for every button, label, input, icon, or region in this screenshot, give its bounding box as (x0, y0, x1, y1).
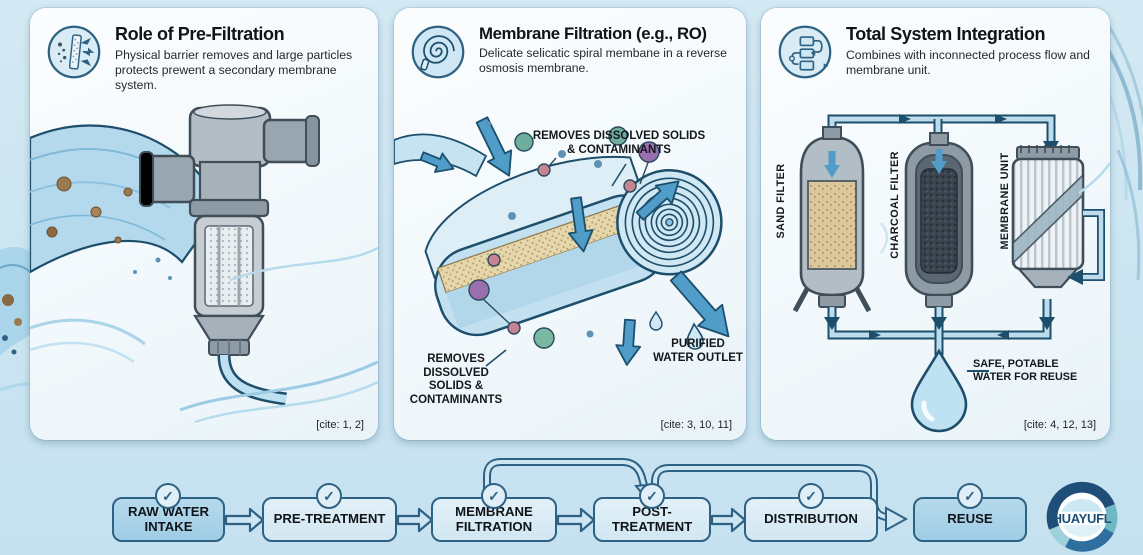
panel-title: Total System Integration (846, 24, 1046, 44)
process-flow-icon (778, 25, 832, 79)
check-icon: ✓ (155, 483, 181, 509)
ro-membrane-illustration (394, 116, 730, 367)
pre-filter-mesh-icon (47, 25, 101, 79)
check-icon: ✓ (316, 483, 342, 509)
integration-illustration (792, 114, 1110, 433)
company-logo: HUAYUFL (1043, 481, 1121, 553)
cite-label: [cite: 4, 12, 13] (1023, 419, 1096, 431)
pre-filtration-illustration (30, 104, 378, 424)
panel-pre-filtration: Role of Pre-Filtration Physical barrier … (30, 8, 378, 440)
spiral-membrane-icon (411, 25, 465, 79)
panel-header: Role of Pre-Filtration Physical barrier … (30, 8, 378, 93)
cite-label: [cite: 1, 2] (316, 419, 364, 431)
panel-subtitle: Combines with inconnected process flow a… (846, 47, 1090, 77)
check-icon: ✓ (639, 483, 665, 509)
label-membrane-unit: MEMBRANE UNIT (999, 152, 1011, 250)
panel-title: Membrane Filtration (e.g., RO) (479, 24, 707, 43)
logo-swirl-icon (1046, 481, 1118, 552)
flow-step-label: RAW WATER INTAKE (127, 504, 210, 534)
label-purified-water-outlet: PURIFIED WATER OUTLET (653, 338, 743, 364)
label-removes-dissolved-left: REMOVES DISSOLVED SOLIDS & CONTAMINANTS (409, 353, 503, 406)
panel-membrane-filtration: Membrane Filtration (e.g., RO) Delicate … (394, 8, 746, 440)
flow-step-label: POST-TREATMENT (611, 504, 693, 534)
logo-text: HUAYUFL (1052, 511, 1112, 526)
panel-system-integration: Total System Integration Combines with i… (761, 8, 1110, 440)
check-icon: ✓ (957, 483, 983, 509)
panel-subtitle: Delicate selicatic spiral membane in a r… (479, 46, 727, 76)
check-icon: ✓ (481, 483, 507, 509)
panel-header: Membrane Filtration (e.g., RO) Delicate … (394, 8, 746, 80)
flow-step-label: DISTRIBUTION (764, 511, 858, 527)
cite-label: [cite: 3, 10, 11] (660, 419, 732, 431)
flow-step-raw-water-intake: RAW WATER INTAKE (112, 497, 225, 542)
label-removes-dissolved-top: REMOVES DISSOLVED SOLIDS & CONTAMINANTS (532, 130, 706, 156)
panel-header: Total System Integration Combines with i… (761, 8, 1110, 80)
panel-subtitle: Physical barrier removes and large parti… (115, 47, 353, 92)
label-charcoal-filter: CHARCOAL FILTER (889, 151, 901, 259)
flow-step-membrane-filtration: MEMBRANE FILTRATION (431, 497, 557, 542)
flow-step-label: REUSE (947, 511, 993, 527)
panel-title: Role of Pre-Filtration (115, 24, 285, 44)
flow-step-label: PRE-TREATMENT (273, 511, 386, 527)
check-icon: ✓ (798, 483, 824, 509)
flow-step-label: MEMBRANE FILTRATION (455, 504, 533, 534)
bypass-arrow-membrane-to-post (483, 458, 658, 503)
label-sand-filter: SAND FILTER (775, 163, 787, 239)
label-safe-potable-water: SAFE, POTABLE WATER FOR REUSE (973, 358, 1078, 383)
